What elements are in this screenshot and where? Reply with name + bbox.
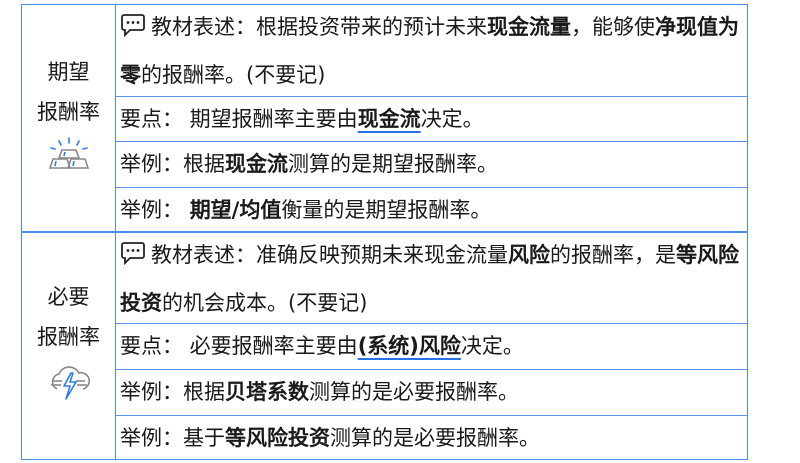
row-example: 举例：根据现金流测算的是期望报酬率。 xyxy=(116,142,747,188)
row-keypoint: 要点： 必要报酬率主要由(系统)风险决定。 xyxy=(116,324,747,370)
row-text: 教材表述：准确反映预期未来现金流量 xyxy=(151,243,508,267)
label-line: 必要 xyxy=(47,284,90,309)
row-text: 的报酬率。(不要记) xyxy=(141,63,326,87)
row-text: 测算的是必要报酬率。 xyxy=(330,426,540,450)
emphasis-text: 现金流量 xyxy=(487,15,571,39)
row-text: 要点： 必要报酬率主要由 xyxy=(120,334,358,358)
emphasis-text: 等风险投资 xyxy=(225,426,330,450)
row-text: 决定。 xyxy=(460,334,524,358)
row-example: 举例：基于等风险投资测算的是必要报酬率。 xyxy=(116,416,747,461)
row-text: 衡量的是期望报酬率。 xyxy=(281,198,492,222)
row-text: 举例：根据 xyxy=(120,152,225,176)
label-line: 报酬率 xyxy=(37,99,100,124)
row-textbook: 教材表述：根据投资带来的预计未来现金流量，能够使净现值为零的报酬率。(不要记) xyxy=(116,5,747,97)
group-expected-return: 期望 报酬率 教材表述：根据投资带来的预计未来现金流量，能够使净现 xyxy=(22,5,747,233)
row-text: 举例：基于 xyxy=(120,426,225,450)
emphasis-text: 现金流 xyxy=(225,152,288,176)
emphasis-text: 贝塔系数 xyxy=(225,380,309,404)
comment-icon xyxy=(120,8,146,53)
row-text: 举例： xyxy=(120,198,190,222)
label-line: 报酬率 xyxy=(37,324,100,349)
row-textbook: 教材表述：准确反映预期未来现金流量风险的报酬率，是等风险投资的机会成本。(不要记… xyxy=(116,233,747,324)
row-example: 举例： 期望/均值衡量的是期望报酬率。 xyxy=(116,188,747,233)
row-text: 测算的是必要报酬率。 xyxy=(309,380,519,404)
comment-icon xyxy=(120,236,146,281)
row-text: 教材表述：根据投资带来的预计未来 xyxy=(151,15,487,39)
row-text: ，能够使 xyxy=(571,15,655,39)
row-text: 的报酬率，是 xyxy=(550,243,676,267)
row-text: 决定。 xyxy=(420,107,484,131)
group-required-return: 必要 报酬率 教材表述：准确反映预期未来现金流量风险的报酬率，是等风险投资的机会… xyxy=(22,233,747,459)
row-text: 测算的是期望报酬率。 xyxy=(288,152,498,176)
emphasis-text: 风险 xyxy=(508,243,550,267)
emphasis-text: 净现值为零 xyxy=(120,15,739,87)
emphasis-text: 期望/均值 xyxy=(189,198,282,222)
emphasis-text: 等风险投资 xyxy=(120,243,739,315)
rows-required-return: 教材表述：准确反映预期未来现金流量风险的报酬率，是等风险投资的机会成本。(不要记… xyxy=(116,233,747,459)
storm-cloud-icon xyxy=(45,361,93,416)
row-keypoint: 要点： 期望报酬率主要由现金流决定。 xyxy=(116,97,747,142)
emphasis-text: (系统)风险 xyxy=(357,334,461,358)
emphasis-text: 现金流 xyxy=(357,107,421,131)
row-text: 要点： 期望报酬率主要由 xyxy=(120,107,358,131)
label-expected-return: 期望 报酬率 xyxy=(22,5,116,231)
row-example: 举例：根据贝塔系数测算的是必要报酬率。 xyxy=(116,370,747,416)
label-required-return: 必要 报酬率 xyxy=(22,233,116,459)
rows-expected-return: 教材表述：根据投资带来的预计未来现金流量，能够使净现值为零的报酬率。(不要记)要… xyxy=(116,5,747,231)
row-text: 的机会成本。(不要记) xyxy=(162,291,368,315)
row-text: 举例：根据 xyxy=(120,380,225,404)
label-line: 期望 xyxy=(47,59,90,84)
rate-comparison-table: 期望 报酬率 教材表述：根据投资带来的预计未来现金流量，能够使净现 xyxy=(21,4,748,460)
gold-bars-icon xyxy=(45,136,93,185)
